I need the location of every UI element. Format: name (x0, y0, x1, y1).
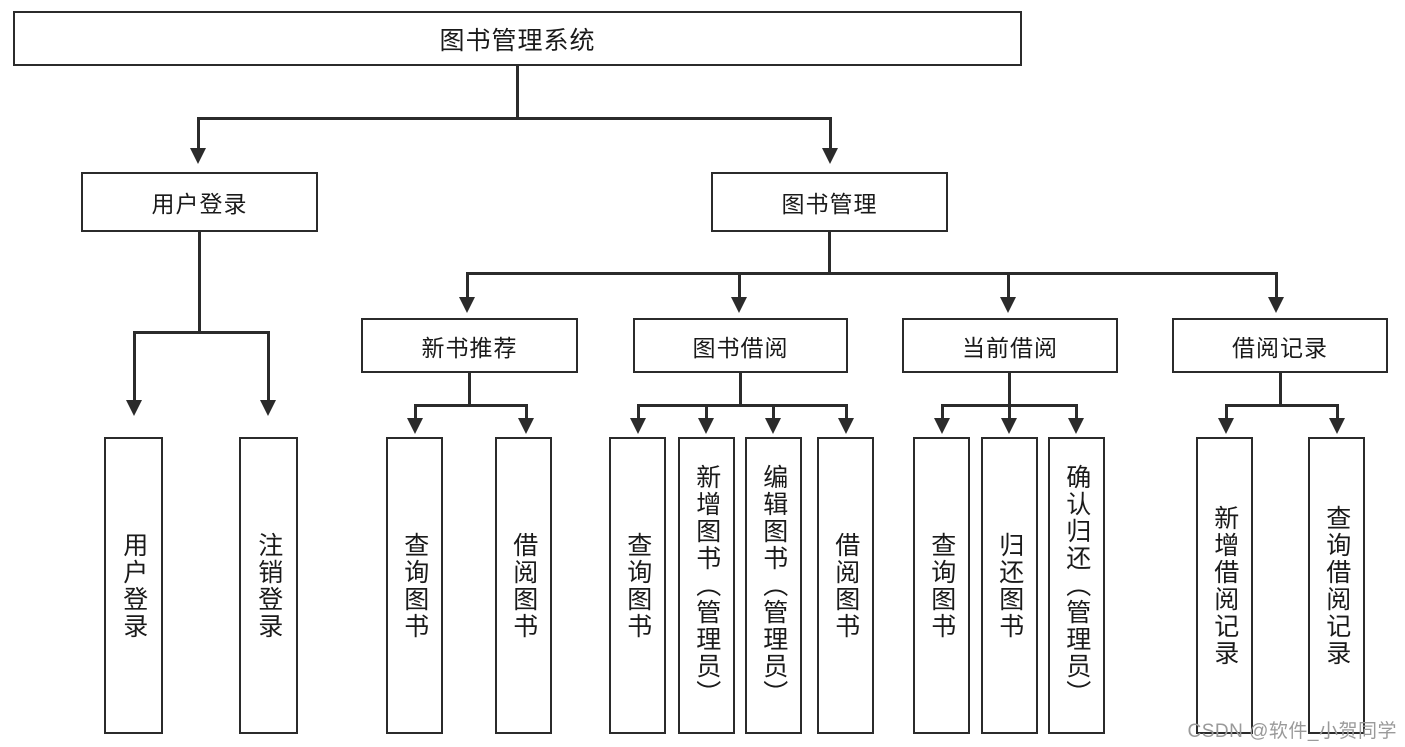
connector-root-to-l1-0 (197, 117, 200, 150)
arrowhead-l1-0-leaf-0 (126, 400, 142, 416)
node-label: 借阅图书 (509, 531, 538, 640)
connector-l1-1-drop-3 (1275, 272, 1278, 299)
arrowhead-root-to-l1-0 (190, 148, 206, 164)
arrowhead-l2-3-leaf-1 (1329, 418, 1345, 434)
connector-l2-1-drop-0 (637, 404, 640, 420)
node-l2-new-book-recommend[interactable]: 新书推荐 (361, 318, 578, 373)
connector-l2-2-drop-0 (941, 404, 944, 420)
node-label: 用户登录 (119, 531, 148, 640)
connector-root-stem (516, 66, 519, 119)
connector-l2-3-bus (1225, 404, 1339, 407)
arrowhead-l2-0-leaf-0 (407, 418, 423, 434)
connector-l2-1-drop-2 (772, 404, 775, 420)
connector-l2-1-drop-3 (845, 404, 848, 420)
connector-l1-1-drop-0 (466, 272, 469, 299)
node-label: 用户登录 (151, 191, 248, 217)
node-l1-book-management[interactable]: 图书管理 (711, 172, 948, 232)
arrowhead-l1-1-l2-2 (1000, 297, 1016, 313)
connector-l2-2-drop-2 (1075, 404, 1078, 420)
node-l1-user-login[interactable]: 用户登录 (81, 172, 318, 232)
connector-l2-1-drop-1 (705, 404, 708, 420)
arrowhead-l2-1-leaf-0 (630, 418, 646, 434)
connector-l1-1-drop-2 (1007, 272, 1010, 299)
arrowhead-l1-0-leaf-1 (260, 400, 276, 416)
connector-l2-3-drop-1 (1336, 404, 1339, 420)
node-leaf-query-book-current[interactable]: 查询图书 (913, 437, 970, 734)
node-label: 新增图书（管理员） (692, 464, 721, 707)
node-leaf-query-book-borrow[interactable]: 查询图书 (609, 437, 666, 734)
connector-l2-1-bus (637, 404, 848, 407)
connector-l2-1-stem (739, 373, 742, 406)
connector-root-to-l1-1 (829, 117, 832, 150)
node-leaf-confirm-return-admin[interactable]: 确认归还（管理员） (1048, 437, 1105, 734)
node-leaf-return-book[interactable]: 归还图书 (981, 437, 1038, 734)
connector-l1-1-bus (466, 272, 1278, 275)
arrowhead-l2-1-leaf-2 (765, 418, 781, 434)
connector-l1-0-drop-1 (267, 331, 270, 402)
node-label: 确认归还（管理员） (1062, 464, 1091, 707)
node-label: 查询图书 (623, 531, 652, 640)
arrowhead-l2-1-leaf-3 (838, 418, 854, 434)
connector-l2-2-drop-1 (1008, 404, 1011, 420)
node-label: 新书推荐 (421, 334, 518, 361)
node-label: 查询图书 (927, 531, 956, 640)
node-l2-current-borrow[interactable]: 当前借阅 (902, 318, 1118, 373)
node-leaf-query-borrow-record[interactable]: 查询借阅记录 (1308, 437, 1365, 734)
arrowhead-l2-2-leaf-0 (934, 418, 950, 434)
node-leaf-borrow-book-recommend[interactable]: 借阅图书 (495, 437, 552, 734)
node-label: 借阅图书 (831, 531, 860, 640)
node-label: 归还图书 (995, 531, 1024, 640)
node-leaf-edit-book-admin[interactable]: 编辑图书（管理员） (745, 437, 802, 734)
connector-l2-3-stem (1279, 373, 1282, 406)
connector-l2-3-drop-0 (1225, 404, 1228, 420)
node-label: 注销登录 (254, 531, 283, 640)
arrowhead-l1-1-l2-0 (459, 297, 475, 313)
node-l2-book-borrow[interactable]: 图书借阅 (633, 318, 848, 373)
connector-root-bus (197, 117, 832, 120)
node-leaf-user-login[interactable]: 用户登录 (104, 437, 163, 734)
node-root-system[interactable]: 图书管理系统 (13, 11, 1022, 66)
arrowhead-l2-3-leaf-0 (1218, 418, 1234, 434)
node-leaf-logout[interactable]: 注销登录 (239, 437, 298, 734)
arrowhead-l2-0-leaf-1 (518, 418, 534, 434)
connector-l1-1-stem (828, 232, 831, 274)
arrowhead-l1-1-l2-1 (731, 297, 747, 313)
connector-l2-0-drop-0 (414, 404, 417, 420)
node-label: 新增借阅记录 (1210, 504, 1239, 667)
node-label: 查询借阅记录 (1322, 504, 1351, 667)
node-leaf-add-borrow-record[interactable]: 新增借阅记录 (1196, 437, 1253, 734)
watermark-text: CSDN @软件_小贺同学 (1187, 721, 1397, 742)
connector-l2-0-bus (414, 404, 528, 407)
arrowhead-l1-1-l2-3 (1268, 297, 1284, 313)
node-label: 图书管理系统 (439, 26, 596, 55)
arrowhead-l2-1-leaf-1 (698, 418, 714, 434)
connector-l1-0-stem (198, 232, 201, 333)
node-leaf-add-book-admin[interactable]: 新增图书（管理员） (678, 437, 735, 734)
connector-l2-2-stem (1008, 373, 1011, 406)
connector-l2-0-drop-1 (525, 404, 528, 420)
node-label: 查询图书 (400, 531, 429, 640)
node-label: 图书借阅 (692, 334, 789, 361)
arrowhead-l2-2-leaf-2 (1068, 418, 1084, 434)
node-label: 编辑图书（管理员） (759, 464, 788, 707)
connector-l2-0-stem (468, 373, 471, 406)
node-label: 当前借阅 (962, 334, 1058, 361)
connector-l1-0-bus (133, 331, 270, 334)
node-label: 图书管理 (781, 191, 878, 217)
node-l2-borrow-records[interactable]: 借阅记录 (1172, 318, 1388, 373)
node-leaf-borrow-book[interactable]: 借阅图书 (817, 437, 874, 734)
arrowhead-l2-2-leaf-1 (1001, 418, 1017, 434)
connector-l1-0-drop-0 (133, 331, 136, 402)
connector-l1-1-drop-1 (738, 272, 741, 299)
node-leaf-query-book-recommend[interactable]: 查询图书 (386, 437, 443, 734)
node-label: 借阅记录 (1232, 334, 1328, 361)
arrowhead-root-to-l1-1 (822, 148, 838, 164)
